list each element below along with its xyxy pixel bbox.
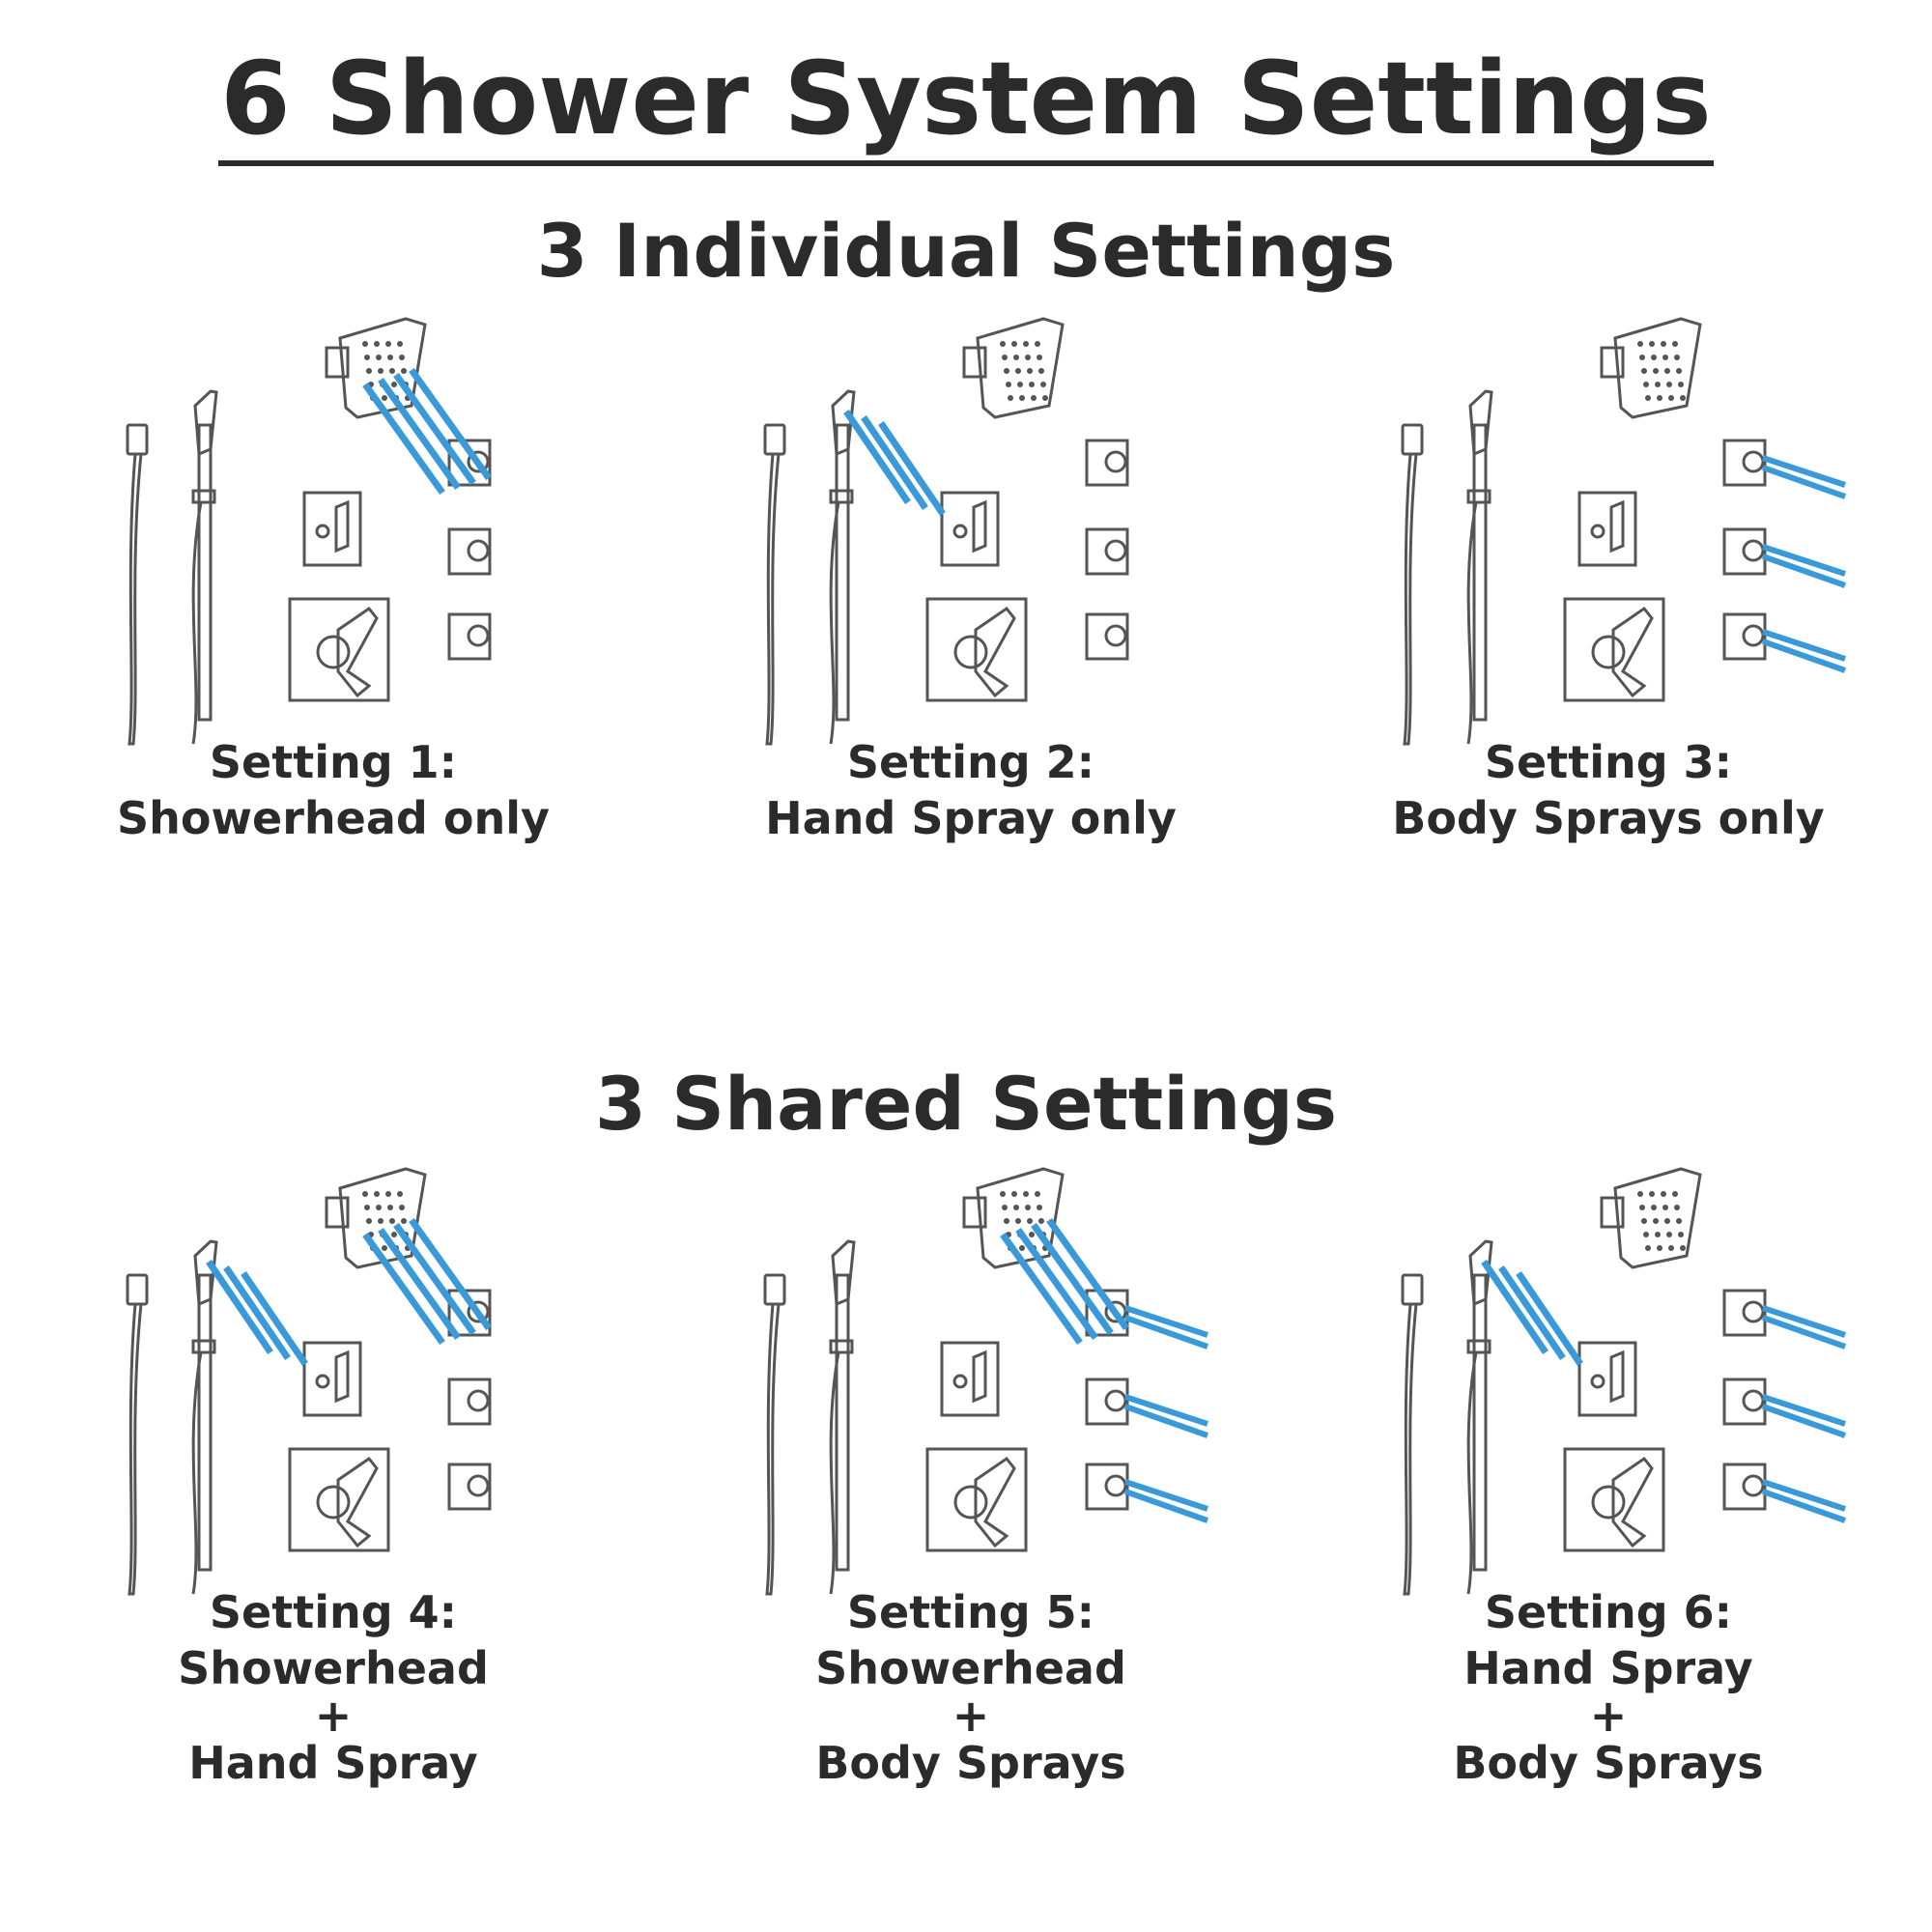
- volume-control-icon: [1577, 1341, 1637, 1417]
- setting-4-line1: Showerhead: [178, 1642, 489, 1694]
- hand-spray-slide-bar-icon: [829, 1239, 856, 1595]
- hose-connector-icon: [763, 1273, 786, 1596]
- showerhead-icon: [962, 317, 1065, 419]
- body-spray-2-icon: [447, 527, 492, 576]
- hose-connector-icon: [126, 1273, 149, 1596]
- setting-3-label: Setting 3:: [1484, 736, 1733, 788]
- body-spray-3-icon: [1722, 1463, 1767, 1511]
- setting-5-illustration: [753, 1167, 1275, 1710]
- thermostatic-valve-icon: [288, 1447, 390, 1552]
- body-spray-1-icon: [447, 439, 492, 487]
- setting-2-description: Hand Spray only: [765, 792, 1177, 844]
- thermostatic-valve-icon: [1563, 1447, 1665, 1552]
- showerhead-water-stream: [362, 1217, 492, 1346]
- body-spray-2-icon: [447, 1378, 492, 1426]
- hose-connector-icon: [1401, 1273, 1424, 1596]
- page-title-text: 6 Shower System Settings: [218, 41, 1714, 166]
- body-spray-2-icon: [1722, 1378, 1767, 1426]
- fixture-diagram: [1401, 1167, 1846, 1596]
- setting-1-description: Showerhead only: [117, 792, 550, 844]
- individual-settings-heading: 3 Individual Settings: [536, 208, 1396, 294]
- showerhead-water-stream: [362, 367, 492, 496]
- setting-6-plus: +: [1589, 1690, 1628, 1742]
- setting-2-label: Setting 2:: [846, 736, 1095, 788]
- body-spray-2-icon: [1722, 527, 1767, 576]
- setting-5-label: Setting 5:: [846, 1586, 1095, 1638]
- volume-control-icon: [940, 1341, 1000, 1417]
- hand-spray-water-stream: [206, 1260, 308, 1366]
- setting-5-plus: +: [952, 1690, 990, 1742]
- hand-spray-water-stream: [1481, 1260, 1583, 1366]
- showerhead-icon: [1600, 317, 1702, 419]
- hand-spray-slide-bar-icon: [829, 389, 856, 745]
- setting-4-illustration: [116, 1167, 638, 1710]
- setting-3-illustration: [1391, 317, 1913, 860]
- fixture-diagram: [1401, 317, 1846, 746]
- showerhead-water-stream: [1000, 1217, 1129, 1346]
- setting-6-line1: Hand Spray: [1463, 1642, 1753, 1694]
- showerhead-icon: [1600, 1167, 1702, 1269]
- hose-connector-icon: [1401, 423, 1424, 746]
- page-title: 6 Shower System Settings: [0, 41, 1932, 166]
- fixture-diagram: [763, 317, 1129, 746]
- body-spray-water-stream: [1124, 1305, 1208, 1523]
- body-spray-1-icon: [447, 1289, 492, 1337]
- setting-4-line2: Hand Spray: [188, 1737, 478, 1789]
- hand-spray-slide-bar-icon: [1466, 389, 1493, 745]
- body-spray-3-icon: [1085, 612, 1129, 661]
- volume-control-icon: [940, 491, 1000, 567]
- thermostatic-valve-icon: [1563, 597, 1665, 702]
- body-spray-1-icon: [1085, 439, 1129, 487]
- setting-3-description: Body Sprays only: [1392, 792, 1825, 844]
- setting-3-caption: Setting 3: Body Sprays only: [1319, 734, 1898, 846]
- body-spray-1-icon: [1722, 439, 1767, 487]
- setting-6-line2: Body Sprays: [1453, 1737, 1764, 1789]
- hand-spray-slide-bar-icon: [191, 389, 218, 745]
- body-spray-3-icon: [1722, 612, 1767, 661]
- volume-control-icon: [302, 1341, 362, 1417]
- hand-spray-slide-bar-icon: [191, 1239, 218, 1595]
- shared-settings-heading: 3 Shared Settings: [594, 1061, 1338, 1147]
- thermostatic-valve-icon: [288, 597, 390, 702]
- body-spray-2-icon: [1085, 1378, 1129, 1426]
- setting-6-caption: Setting 6: Hand Spray + Body Sprays: [1319, 1584, 1898, 1791]
- volume-control-icon: [1577, 491, 1637, 567]
- body-spray-3-icon: [1085, 1463, 1129, 1511]
- setting-1-label: Setting 1:: [209, 736, 458, 788]
- body-spray-1-icon: [1085, 1289, 1129, 1337]
- setting-4-caption: Setting 4: Showerhead + Hand Spray: [43, 1584, 623, 1791]
- fixture-diagram: [763, 1167, 1208, 1596]
- setting-4-plus: +: [314, 1690, 353, 1742]
- fixture-diagram: [126, 317, 492, 746]
- hose-connector-icon: [126, 423, 149, 746]
- setting-1-illustration: [116, 317, 638, 860]
- body-spray-water-stream: [1762, 1305, 1846, 1523]
- volume-control-icon: [302, 491, 362, 567]
- fixture-diagram: [126, 1167, 492, 1596]
- setting-6-illustration: [1391, 1167, 1913, 1710]
- setting-6-label: Setting 6:: [1484, 1586, 1733, 1638]
- setting-5-caption: Setting 5: Showerhead + Body Sprays: [681, 1584, 1261, 1791]
- body-spray-1-icon: [1722, 1289, 1767, 1337]
- setting-4-label: Setting 4:: [209, 1586, 458, 1638]
- body-spray-water-stream: [1762, 455, 1846, 673]
- setting-2-illustration: [753, 317, 1275, 860]
- setting-5-line2: Body Sprays: [815, 1737, 1126, 1789]
- body-spray-3-icon: [447, 1463, 492, 1511]
- hose-connector-icon: [763, 423, 786, 746]
- body-spray-3-icon: [447, 612, 492, 661]
- setting-1-caption: Setting 1: Showerhead only: [43, 734, 623, 846]
- hand-spray-water-stream: [843, 410, 946, 516]
- thermostatic-valve-icon: [925, 597, 1028, 702]
- body-spray-2-icon: [1085, 527, 1129, 576]
- setting-2-caption: Setting 2: Hand Spray only: [681, 734, 1261, 846]
- setting-5-line1: Showerhead: [815, 1642, 1126, 1694]
- hand-spray-slide-bar-icon: [1466, 1239, 1493, 1595]
- showerhead-icon: [325, 317, 427, 419]
- thermostatic-valve-icon: [925, 1447, 1028, 1552]
